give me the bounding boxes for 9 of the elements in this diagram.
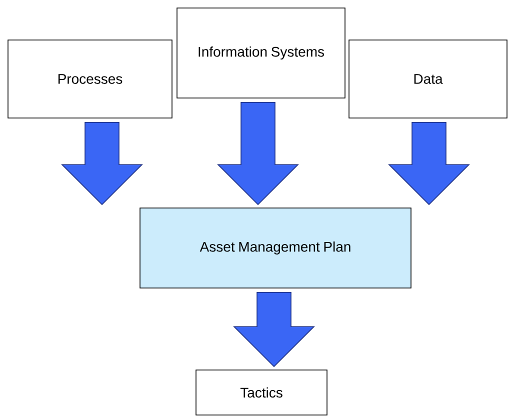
block-arrow xyxy=(61,122,143,206)
process-box: Data xyxy=(348,40,508,118)
block-arrow xyxy=(233,292,315,368)
process-box: Tactics xyxy=(196,370,328,416)
block-arrow xyxy=(217,102,299,206)
process-box: Processes xyxy=(8,40,172,118)
plan-box: Asset Management Plan xyxy=(140,208,412,288)
block-arrow xyxy=(388,122,470,206)
process-box: Information Systems xyxy=(176,8,346,98)
